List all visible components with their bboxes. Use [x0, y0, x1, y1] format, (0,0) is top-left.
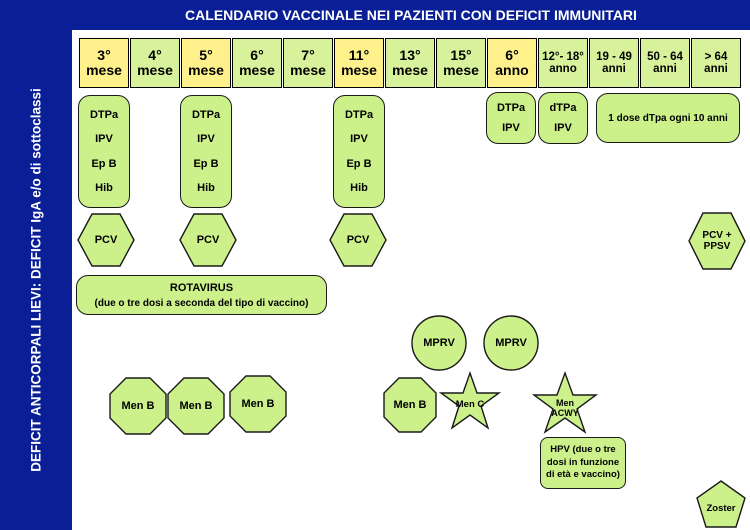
- side-label-container: DEFICIT ANTICORPALI LIEVI: DEFICIT IgA e…: [0, 30, 72, 530]
- vaccine-shape-mprv-1: MPRV: [411, 315, 467, 371]
- header-13-mese: 13°mese: [385, 38, 435, 88]
- vaccine-shape-men-b-1: Men B: [109, 377, 167, 435]
- header-7-mese: 7°mese: [283, 38, 333, 88]
- header-4-mese: 4°mese: [130, 38, 180, 88]
- vaccine-box-dtpa-adult: 1 dose dTpa ogni 10 anni: [596, 93, 740, 143]
- vaccine-shape-pcv-ppsv: PCV + PPSV: [688, 212, 746, 270]
- left-banner: [0, 0, 72, 530]
- vaccine-shape-men-c: Men C: [438, 370, 502, 431]
- vaccine-shape-pcv-11-mese: PCV: [329, 213, 387, 267]
- top-banner: [0, 0, 750, 30]
- vaccine-shape-pcv-5-mese: PCV: [179, 213, 237, 267]
- vaccine-box-hpv: HPV (due o tre dosi in funzione di età e…: [540, 437, 626, 489]
- vaccine-shape-men-b-4: Men B: [383, 377, 437, 433]
- vaccine-shape-men-b-2: Men B: [167, 377, 225, 435]
- vaccine-box-rotavirus: ROTAVIRUS (due o tre dosi a seconda del …: [76, 275, 327, 315]
- side-label: DEFICIT ANTICORPALI LIEVI: DEFICIT IgA e…: [28, 88, 44, 472]
- header-11-mese: 11°mese: [334, 38, 384, 88]
- vaccine-shape-zoster: Zoster: [696, 480, 746, 528]
- header-6-anno: 6°anno: [487, 38, 537, 88]
- vaccine-shape-pcv-3-mese: PCV: [77, 213, 135, 267]
- vaccine-shape-men-acwy: Men ACWY: [531, 370, 599, 435]
- header-12-18-anno: 12°- 18°anno: [538, 38, 588, 88]
- header-5-mese: 5°mese: [181, 38, 231, 88]
- vaccine-shape-mprv-2: MPRV: [483, 315, 539, 371]
- header-6-mese: 6°mese: [232, 38, 282, 88]
- page-title: CALENDARIO VACCINALE NEI PAZIENTI CON DE…: [185, 7, 637, 23]
- header-3-mese: 3°mese: [79, 38, 129, 88]
- vaccine-shape-men-b-3: Men B: [229, 375, 287, 433]
- header-15-mese: 15°mese: [436, 38, 486, 88]
